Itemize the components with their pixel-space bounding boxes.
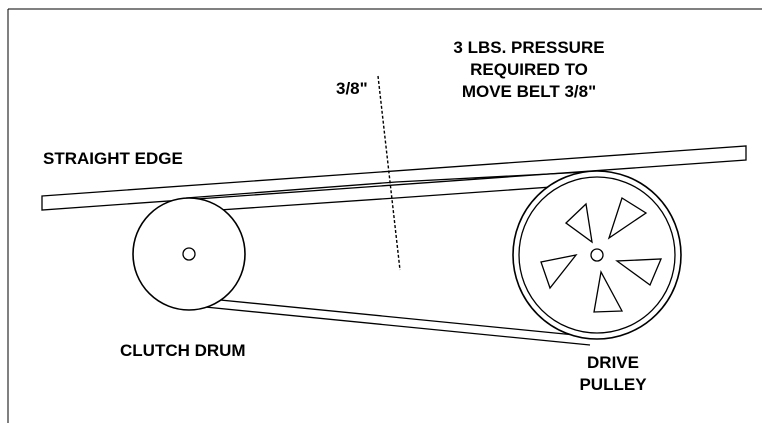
clutch-drum-label: CLUTCH DRUM <box>120 341 246 360</box>
pressure-label-line3: MOVE BELT 3/8" <box>462 82 596 101</box>
pulley-spoke-window <box>540 254 578 290</box>
clutch-drum-hub <box>182 247 196 261</box>
straight-edge-label: STRAIGHT EDGE <box>43 149 183 168</box>
pulley-spoke-window <box>564 202 593 244</box>
drive-pulley-hub <box>590 248 604 262</box>
deflection-label: 3/8" <box>336 79 368 98</box>
belt-lower-inner <box>199 297 586 337</box>
drive-pulley-label-line2: PULLEY <box>579 375 647 394</box>
pulley-spoke-window <box>607 197 648 240</box>
drive-pulley-label-line1: DRIVE <box>587 353 639 372</box>
straight-edge <box>41 145 747 211</box>
pulley-spoke-window <box>593 270 624 313</box>
belt-upper-outer <box>185 171 587 199</box>
belt-upper-inner <box>189 183 595 213</box>
belt-lower-outer <box>194 305 591 346</box>
pulley-spoke-window <box>615 258 663 287</box>
pressure-label-line2: REQUIRED TO <box>470 60 588 79</box>
drive-pulley <box>512 170 682 340</box>
deflection-measure-line <box>377 75 401 271</box>
pressure-label-line1: 3 LBS. PRESSURE <box>453 38 604 57</box>
